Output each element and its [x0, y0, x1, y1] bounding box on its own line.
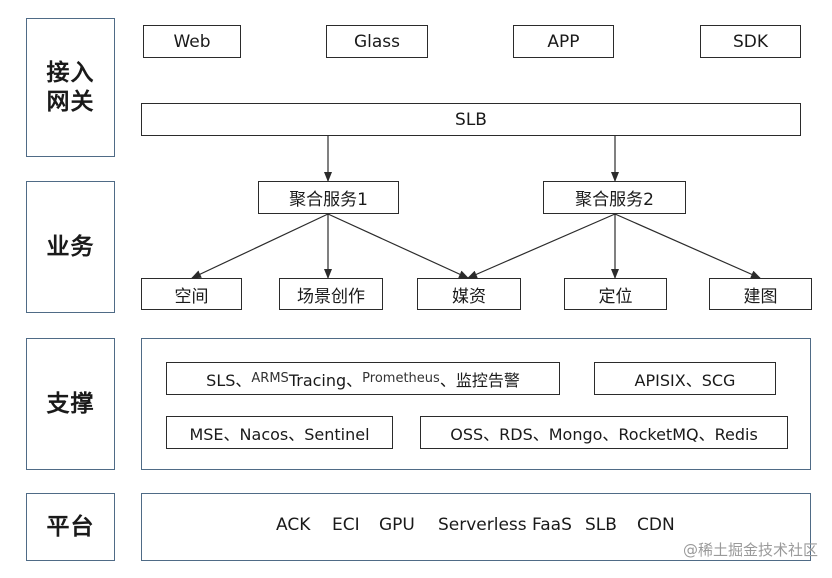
layer-platform-label: 平台: [46, 513, 95, 540]
service-media: 媒资: [417, 278, 521, 310]
service-scene-creation: 场景创作: [279, 278, 383, 310]
layer-access-gateway: 接入 网关: [26, 18, 115, 157]
client-app-label: APP: [547, 31, 580, 52]
arrow-agg1-to-space: [191, 213, 329, 279]
platform-item-ack: ACK: [276, 515, 311, 535]
layer-access-label: 接入 网关: [46, 59, 95, 115]
arrow-agg2-to-media: [467, 213, 616, 279]
service-mapping: 建图: [709, 278, 812, 310]
client-glass-label: Glass: [353, 31, 401, 52]
client-web-label: Web: [173, 31, 211, 52]
aggregation-service-2: 聚合服务2: [543, 181, 686, 214]
platform-item-gpu: GPU: [379, 515, 415, 535]
platform-item-eci: ECI: [332, 515, 360, 535]
platform-panel: [141, 493, 811, 561]
platform-item-cdn: CDN: [637, 515, 675, 535]
service-media-label: 媒资: [452, 286, 486, 307]
support-registry-label: MSE、Nacos、Sentinel: [189, 424, 370, 444]
watermark: @稀土掘金技术社区: [682, 541, 818, 559]
service-locate: 定位: [564, 278, 667, 310]
service-scene-creation-label: 场景创作: [297, 286, 365, 307]
support-gateway-label: APISIX、SCG: [634, 370, 736, 390]
arrow-agg2-to-mapping: [614, 213, 761, 279]
layer-platform: 平台: [26, 493, 115, 561]
layer-support-label: 支撑: [46, 390, 95, 417]
slb-bar: SLB: [141, 103, 801, 136]
support-storage-label: OSS、RDS、Mongo、RocketMQ、Redis: [450, 424, 758, 444]
aggregation-service-1-label: 聚合服务1: [289, 190, 368, 210]
client-sdk-label: SDK: [732, 31, 769, 52]
support-storage: OSS、RDS、Mongo、RocketMQ、Redis: [420, 416, 788, 449]
arrow-agg1-to-media: [327, 213, 469, 279]
observability-part2: ARMS: [251, 371, 289, 386]
support-panel: [141, 338, 811, 470]
support-registry: MSE、Nacos、Sentinel: [166, 416, 393, 449]
client-glass: Glass: [326, 25, 428, 58]
support-observability: SLS、 ARMS Tracing、 Prometheus 、监控告警: [166, 362, 560, 395]
platform-item-serverless-faas: Serverless FaaS: [438, 515, 572, 535]
client-sdk: SDK: [700, 25, 801, 58]
observability-part4: Prometheus: [362, 371, 440, 386]
layer-business: 业务: [26, 181, 115, 313]
client-web: Web: [143, 25, 241, 58]
layer-support: 支撑: [26, 338, 115, 470]
service-mapping-label: 建图: [743, 286, 778, 307]
platform-item-slb: SLB: [585, 515, 617, 535]
client-app: APP: [513, 25, 614, 58]
aggregation-service-1: 聚合服务1: [258, 181, 399, 214]
observability-part1: SLS、: [206, 370, 252, 390]
aggregation-service-2-label: 聚合服务2: [575, 190, 654, 210]
service-space: 空间: [141, 278, 242, 310]
observability-part5: 、监控告警: [439, 370, 520, 390]
service-space-label: 空间: [174, 286, 209, 307]
observability-part3: Tracing、: [288, 370, 363, 390]
layer-business-label: 业务: [46, 233, 95, 260]
service-locate-label: 定位: [598, 286, 633, 307]
slb-label: SLB: [455, 109, 487, 130]
support-gateway: APISIX、SCG: [594, 362, 776, 395]
